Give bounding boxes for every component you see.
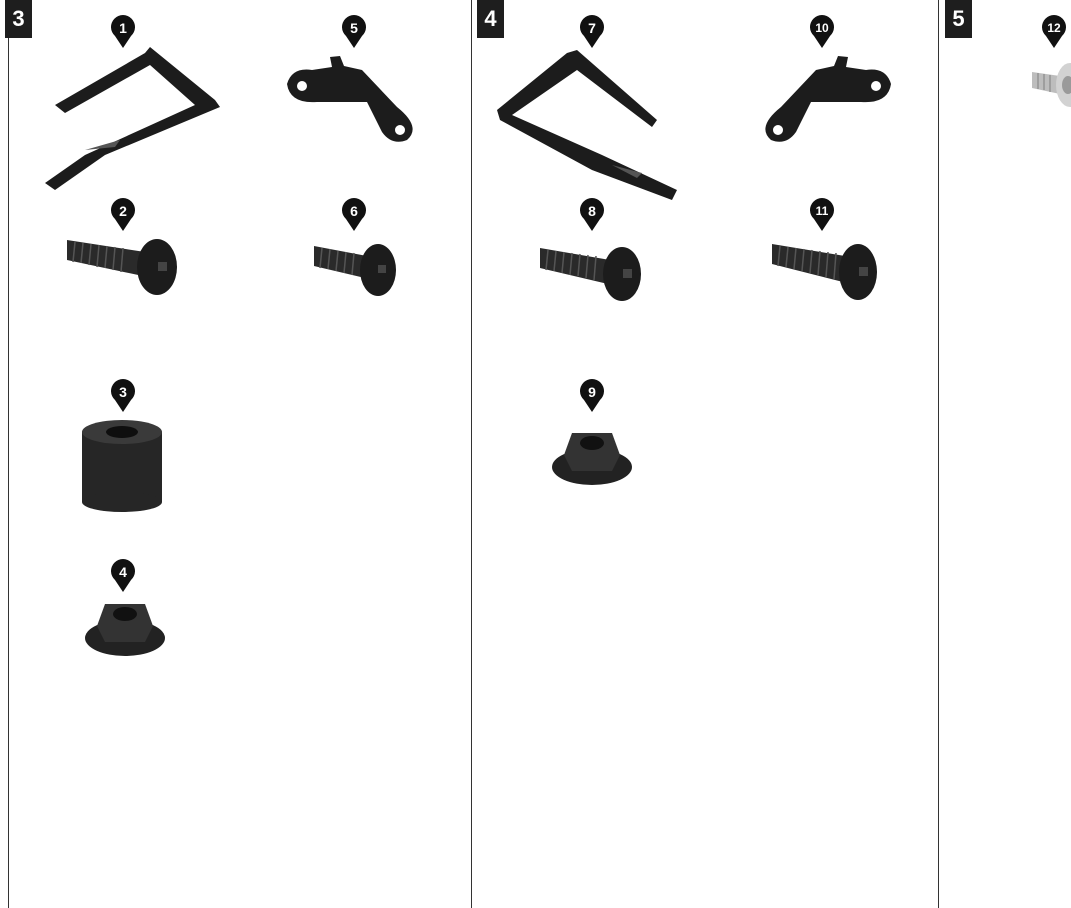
marker-12: 12 <box>1040 14 1068 50</box>
silver-bolt-icon <box>1030 60 1071 108</box>
panel-3-left-border <box>8 38 9 908</box>
short-bracket-icon <box>756 52 896 144</box>
panel-divider-4-5 <box>938 0 939 908</box>
marker-8: 8 <box>578 197 606 233</box>
short-bracket-icon <box>282 52 422 144</box>
marker-6: 6 <box>340 197 368 233</box>
cylindrical-spacer-icon <box>80 418 165 513</box>
flange-nut-icon <box>83 596 168 661</box>
button-head-bolt-icon <box>65 232 180 297</box>
marker-4: 4 <box>109 558 137 594</box>
panel-divider-3-4 <box>471 0 472 908</box>
marker-9: 9 <box>578 378 606 414</box>
long-bracket-icon <box>492 45 687 205</box>
button-head-bolt-icon <box>770 236 880 304</box>
button-head-bolt-icon <box>538 240 643 305</box>
panel-5-label: 5 <box>945 0 972 38</box>
button-head-bolt-icon <box>312 238 397 298</box>
flange-nut-icon <box>550 425 635 490</box>
marker-10: 10 <box>808 14 836 50</box>
marker-3: 3 <box>109 378 137 414</box>
panel-3-label: 3 <box>5 0 32 38</box>
marker-11: 11 <box>808 197 836 233</box>
panel-4-label: 4 <box>477 0 504 38</box>
marker-5: 5 <box>340 14 368 50</box>
long-bracket-icon <box>25 45 225 195</box>
marker-2: 2 <box>109 197 137 233</box>
